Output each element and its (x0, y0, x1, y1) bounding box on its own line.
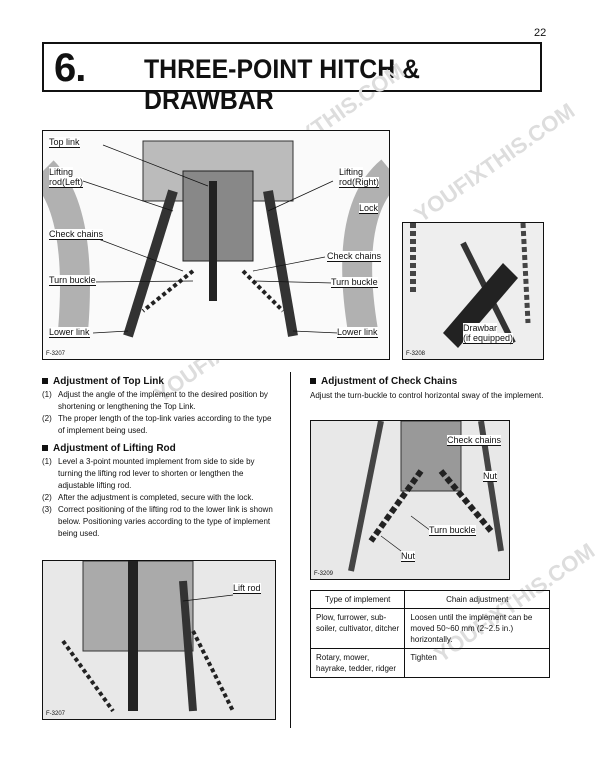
page-number: 22 (534, 27, 547, 39)
figure-hitch-overview: Top link Lifting rod(Left) Lifting rod(R… (42, 130, 390, 360)
label-lifting-right: Lifting (339, 167, 364, 177)
label-drawbar: Drawbar (463, 323, 498, 333)
hitch-illustration (43, 140, 389, 338)
label-check-chains-left: Check chains (49, 229, 104, 240)
table-cell: Rotary, mower, hayrake, tedder, ridger (309, 648, 406, 678)
label-lifting-left: Lifting (49, 167, 74, 177)
table-header: Type of implement (309, 590, 406, 609)
label-check-chains-right: Check chains (327, 251, 382, 262)
table-header: Chain adjustment (404, 590, 550, 609)
bullet-square-icon (310, 378, 316, 385)
label-nut-right: Nut (483, 471, 498, 482)
list-item: (1)Adjust the angle of the implement to … (42, 390, 268, 411)
list-item: (2)After the adjustment is completed, se… (42, 493, 254, 502)
lifting-rod-instructions: (1)Level a 3-point mounted implement fro… (42, 456, 280, 540)
label-turn-buckle-right: Turn buckle (331, 277, 378, 288)
label-turn-buckle: Turn buckle (429, 525, 476, 536)
figure-code: F-3207 (46, 351, 66, 357)
heading-lifting-rod: Adjustment of Lifting Rod (42, 443, 176, 454)
label-nut-left: Nut (401, 551, 416, 562)
chain-adjustment-table: Type of implement Chain adjustment Plow,… (309, 590, 550, 678)
label-check-chains: Check chains (447, 435, 502, 446)
label-if-equipped: (if equipped) (463, 333, 514, 344)
check-chains-instructions: Adjust the turn-buckle to control horizo… (310, 391, 544, 400)
label-top-link: Top link (49, 137, 80, 148)
label-lift-rod: Lift rod (233, 583, 261, 594)
figure-code: F-3208 (406, 351, 426, 357)
table-cell: Tighten (404, 648, 550, 678)
heading-check-chains: Adjustment of Check Chains (310, 376, 457, 387)
table-cell: Loosen until the implement can be moved … (404, 608, 550, 649)
figure-check-chains: Check chains Nut Turn buckle Nut F-3209 (310, 420, 510, 580)
label-lock: Lock (359, 203, 379, 214)
table-row: Rotary, mower, hayrake, tedder, ridger T… (309, 648, 550, 678)
table-cell: Plow, furrower, sub-soiler, cultivator, … (309, 608, 406, 649)
section-title: THREE-POINT HITCH & DRAWBAR (144, 54, 420, 115)
list-item: (2)The proper length of the top-link var… (42, 414, 272, 435)
heading-top-link: Adjustment of Top Link (42, 376, 164, 387)
label-lower-link-left: Lower link (49, 327, 90, 338)
figure-drawbar: Drawbar (if equipped) F-3208 (402, 222, 544, 360)
figure-lift-rod: Lift rod F-3207 (42, 560, 276, 720)
column-divider (290, 372, 291, 728)
bullet-square-icon (42, 445, 48, 452)
label-turn-buckle-left: Turn buckle (49, 275, 96, 286)
top-link-instructions: (1)Adjust the angle of the implement to … (42, 389, 280, 437)
figure-code: F-3207 (46, 711, 66, 717)
figure-code: F-3209 (314, 571, 334, 577)
section-number: 6. (54, 46, 86, 90)
label-lower-link-right: Lower link (337, 327, 378, 338)
label-lifting-right-rod: rod(Right) (339, 177, 380, 188)
list-item: (3)Correct positioning of the lifting ro… (42, 505, 273, 538)
table-row: Plow, furrower, sub-soiler, cultivator, … (309, 608, 550, 649)
table-header-row: Type of implement Chain adjustment (309, 590, 550, 609)
bullet-square-icon (42, 378, 48, 385)
list-item: (1)Level a 3-point mounted implement fro… (42, 457, 255, 490)
watermark: YOUFIXTHIS.COM (409, 98, 580, 228)
label-lifting-left-rod: rod(Left) (49, 177, 84, 188)
section-title-box: 6. THREE-POINT HITCH & DRAWBAR (42, 42, 542, 115)
